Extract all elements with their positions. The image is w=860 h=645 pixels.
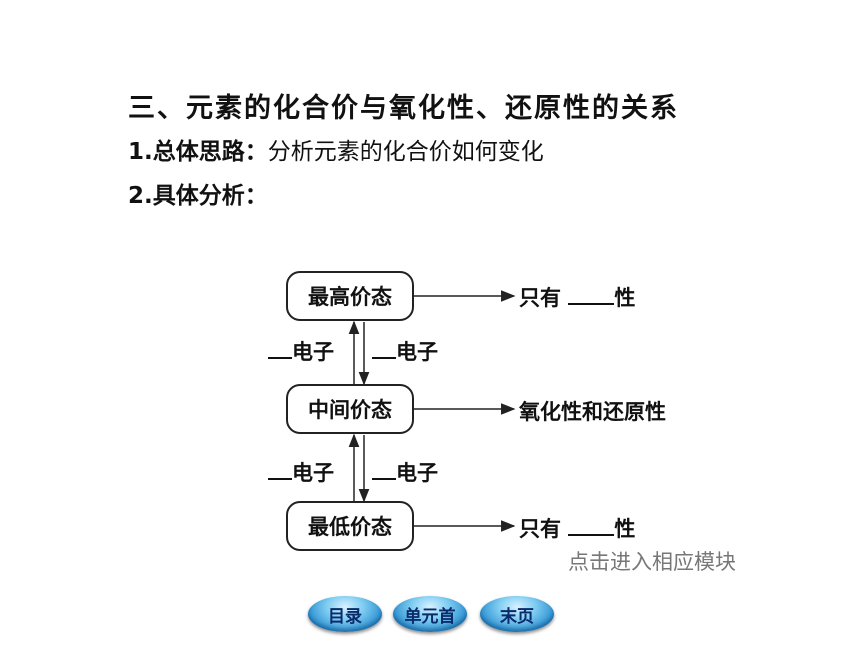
highest-outcome-blank [568,285,615,305]
electron-label-upper-left: 电子 [268,336,334,366]
specific-analysis-line: 2.具体分析： [128,176,268,210]
lowest-outcome-blank [568,516,615,536]
highest-valence-box: 最高价态 [286,271,414,321]
section-heading: 三、元素的化合价与氧化性、还原性的关系 [128,93,679,124]
highest-outcome-suffix: 性 [614,286,636,310]
highest-outcome: 只有 性 [519,282,635,312]
middle-valence-box: 中间价态 [286,384,414,434]
overall-idea-line: 1.总体思路：分析元素的化合价如何变化 [128,132,544,166]
lowest-outcome-suffix: 性 [614,517,636,541]
module-hint-text: 点击进入相应模块 [568,550,736,574]
electron-label-lower-right: 电子 [372,457,438,487]
last-page-button[interactable]: 末页 [480,596,554,632]
overall-idea-label: 1.总体思路： [128,139,268,165]
electron-label-lower-left: 电子 [268,457,334,487]
middle-outcome: 氧化性和还原性 [519,400,666,424]
toc-button[interactable]: 目录 [308,596,382,632]
lowest-outcome-prefix: 只有 [519,517,561,541]
lowest-valence-box: 最低价态 [286,501,414,551]
electron-label-upper-right: 电子 [372,336,438,366]
lowest-outcome: 只有 性 [519,513,635,543]
overall-idea-text: 分析元素的化合价如何变化 [267,139,544,165]
highest-outcome-prefix: 只有 [519,286,561,310]
module-hint-cover [560,541,780,551]
unit-home-button[interactable]: 单元首 [393,596,467,632]
specific-analysis-label: 2.具体分析： [128,183,268,209]
